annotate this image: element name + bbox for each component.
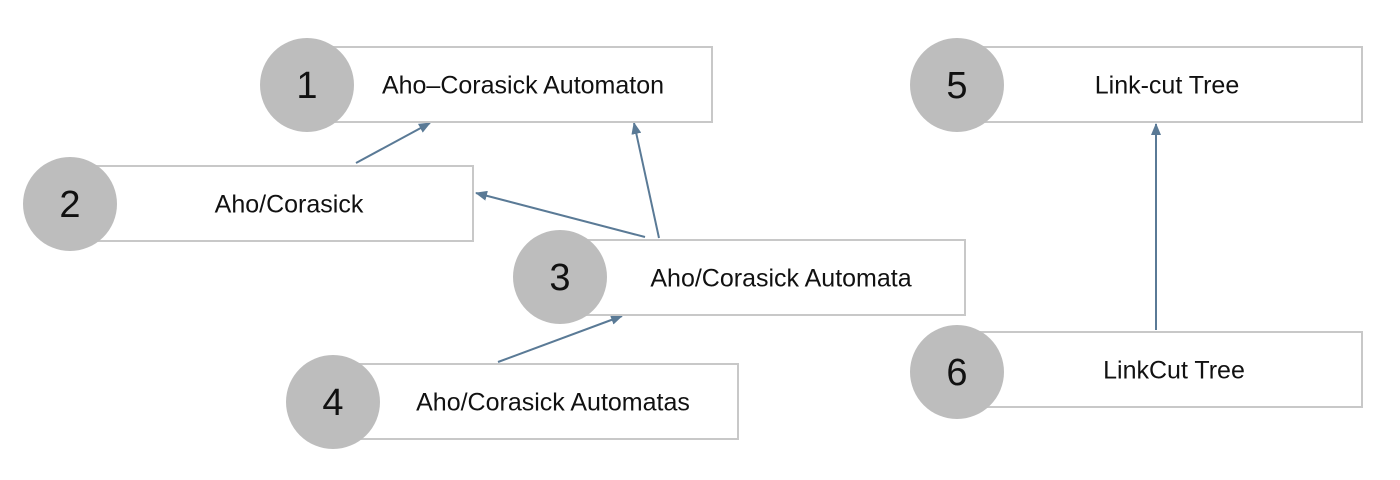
node-4[interactable]: 4 Aho/Corasick Automatas [286, 355, 739, 449]
node-number: 5 [946, 65, 967, 107]
node-label: Aho/Corasick Automatas [416, 389, 690, 417]
node-number-badge [260, 38, 354, 132]
node-label: Aho–Corasick Automaton [382, 72, 664, 100]
edge-3-to-2 [475, 190, 646, 238]
node-3[interactable]: 3 Aho/Corasick Automata [513, 230, 966, 324]
node-6[interactable]: 6 LinkCut Tree [910, 325, 1363, 419]
edge-2-to-1 [355, 122, 431, 164]
node-number-badge [910, 38, 1004, 132]
node-label: LinkCut Tree [1103, 357, 1245, 385]
edges-layer [355, 122, 1161, 363]
node-box [69, 165, 474, 242]
node-2[interactable]: 2 Aho/Corasick [23, 157, 474, 251]
node-number-badge [286, 355, 380, 449]
edge-4-to-3 [497, 315, 623, 363]
node-number-badge [23, 157, 117, 251]
node-label: Aho/Corasick [215, 191, 364, 219]
node-number-badge [513, 230, 607, 324]
node-label: Link-cut Tree [1095, 72, 1240, 100]
node-label: Aho/Corasick Automata [650, 265, 911, 293]
edge-3-to-1 [631, 122, 660, 239]
node-number: 1 [296, 65, 317, 107]
node-number: 6 [946, 352, 967, 394]
node-box [956, 331, 1363, 408]
node-5[interactable]: 5 Link-cut Tree [910, 38, 1363, 132]
node-number: 3 [549, 257, 570, 299]
node-1[interactable]: 1 Aho–Corasick Automaton [260, 38, 713, 132]
node-number-badge [910, 325, 1004, 419]
node-box [956, 46, 1363, 123]
node-box [306, 46, 713, 123]
node-number: 4 [322, 382, 343, 424]
node-number: 2 [59, 184, 80, 226]
